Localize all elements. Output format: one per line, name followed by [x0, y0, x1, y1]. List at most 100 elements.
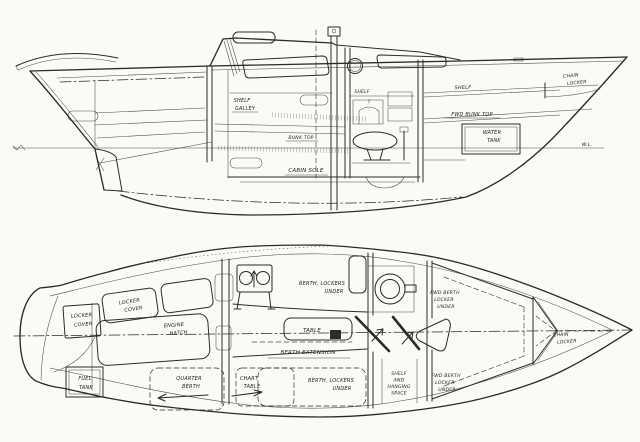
- port-berth-outline: [257, 367, 367, 407]
- toilet-platform: [367, 265, 415, 313]
- port-locker-box: [101, 287, 159, 324]
- mast-lines: [330, 35, 338, 211]
- toilet-pedestal: [363, 148, 391, 161]
- sidedeck-locker: [214, 273, 234, 302]
- stove-body: [236, 264, 273, 293]
- icebox: [348, 255, 367, 294]
- galley-profile: SHELF GALLEY BUNK TOP CABIN SOLE: [214, 69, 421, 183]
- stove-burner-right: [256, 271, 270, 285]
- plan-hull: [13, 244, 633, 418]
- stern-locker: LOCKER COVER: [62, 303, 102, 339]
- cockpit-plan: LOCKER COVER LOCKER COVER ENGINE HATCH F…: [62, 258, 295, 411]
- fwd-berth-stbd-label-2: LOCKER: [434, 297, 454, 303]
- main-bulkhead: [221, 258, 230, 405]
- shelf-hanging-label-4: SPACE: [391, 391, 407, 397]
- stem-and-keel: [120, 56, 628, 216]
- tiller-tip: [15, 65, 19, 71]
- forepeak-plan: FWD BERTH LOCKER UNDER FWD BERTH LOCKER …: [430, 262, 613, 400]
- mast-step: [330, 330, 341, 339]
- fuel-tank-label-2: TANK: [79, 385, 93, 391]
- chain-locker-bulkhead-plan: [532, 296, 558, 365]
- stern-locker-label-1: LOCKER: [71, 312, 93, 319]
- keel-centerline: [117, 190, 463, 204]
- water-tank-box: [461, 123, 521, 155]
- chain-locker-label-1: CHAIN: [563, 72, 579, 80]
- stbd-berth-label-1: BERTH, LOCKERS: [299, 281, 346, 287]
- sink: [352, 99, 384, 125]
- chain-locker-plan-label-1: CHAIN: [553, 331, 569, 338]
- water-tank-inner: [464, 126, 518, 152]
- tiller-lower-line: [17, 57, 117, 71]
- toilet-plan-outer: [374, 273, 406, 305]
- companionway-step: [215, 325, 232, 351]
- companionway-hatching: [223, 38, 241, 77]
- transom-line: [29, 70, 105, 191]
- fuel-tank: FUEL TANK: [65, 366, 104, 398]
- fwd-bunk-top-label: FWD BUNK TOP: [451, 112, 492, 118]
- mast-profile: [315, 26, 341, 211]
- vberth-dashed-chevron: [535, 315, 557, 347]
- engine-hatch-label-2: HATCH: [169, 330, 188, 337]
- water-tank-label-2: TANK: [487, 138, 501, 144]
- foredeck-cleat: [513, 57, 524, 62]
- forecabin-profile: SHELF FWD BUNK TOP WATER TANK CHAIN LOCK…: [423, 72, 601, 161]
- waterline-label: W.L.: [582, 142, 592, 148]
- cabin-trunk: [209, 31, 524, 79]
- head-plan: SHELF AND HANGING SPACE: [354, 252, 451, 409]
- cockpit-seat-box: [160, 278, 214, 314]
- propeller: [95, 156, 105, 172]
- plan-view: LOCKER COVER LOCKER COVER ENGINE HATCH F…: [13, 244, 633, 418]
- deck-inner-line: [211, 60, 625, 71]
- engine-hatch-box: [95, 313, 211, 366]
- head-fwd-bulkhead: [417, 59, 424, 183]
- door-swing-arrow-1: [371, 328, 384, 342]
- stern-locker-label-2: COVER: [74, 321, 93, 328]
- galley-shelf-label-1: SHELF: [234, 98, 251, 104]
- hanging-locker-partitions: [381, 358, 418, 404]
- waterline-squiggle: [12, 144, 26, 151]
- chart-table-label-1: CHART: [240, 376, 259, 382]
- porthole: [347, 58, 363, 74]
- stern-locker-box: [62, 303, 102, 339]
- doghouse-roof: [209, 37, 333, 67]
- door-swing-arrow-2: [401, 331, 414, 345]
- port-berth-label-1: BERTH, LOCKERS: [308, 378, 355, 384]
- stove-legs: [233, 291, 276, 310]
- sole-stipple: [217, 145, 351, 154]
- fuel-tank-box: [65, 366, 104, 398]
- head-profile: SHELF: [344, 47, 424, 189]
- counter-stipple: [271, 112, 367, 122]
- tiller-upper-line: [15, 53, 119, 67]
- vberth-dashed-port: [443, 355, 525, 387]
- port-locker-label-1: LOCKER: [119, 298, 141, 307]
- mast-head-fitting: [327, 26, 341, 37]
- cabin-window-fwd: [376, 54, 447, 69]
- stove-gimbal-arrow: [250, 270, 258, 288]
- quarter-berth-label-2: BERTH: [182, 384, 200, 390]
- vberth-edge-port: [431, 362, 534, 400]
- stbd-berth-label-2: UNDER: [325, 289, 344, 295]
- mast-fitting-hole: [331, 28, 337, 34]
- stove-burner-left: [239, 271, 253, 285]
- quarter-berth-outline: [149, 367, 225, 411]
- cabin-window-aft: [242, 55, 330, 79]
- cabin-sole-label: CABIN SOLE: [288, 168, 324, 174]
- fwd-berth-port-label-3: UNDER: [438, 387, 455, 393]
- toilet-plan-inner: [380, 279, 400, 299]
- table-label: TABLE: [303, 328, 321, 334]
- profile-view: W.L.: [12, 26, 628, 216]
- chart-table-arrow: [231, 389, 263, 397]
- sheer-line: [29, 56, 628, 72]
- fuel-tank-label-1: FUEL: [78, 376, 91, 382]
- chain-locker-plan-label-2: LOCKER: [557, 338, 577, 345]
- head-door-stbd: [391, 315, 421, 351]
- coaming-dashdot: [59, 76, 206, 83]
- bunk-top-label: BUNK TOP: [288, 135, 313, 141]
- port-berth-front: [232, 348, 368, 358]
- quarter-berth-label-1: QUARTER: [176, 376, 202, 382]
- fuel-tank-inner: [68, 369, 101, 395]
- port-locker-label-2: COVER: [124, 305, 143, 314]
- shelf-hanging-label-3: HANGING: [387, 384, 411, 390]
